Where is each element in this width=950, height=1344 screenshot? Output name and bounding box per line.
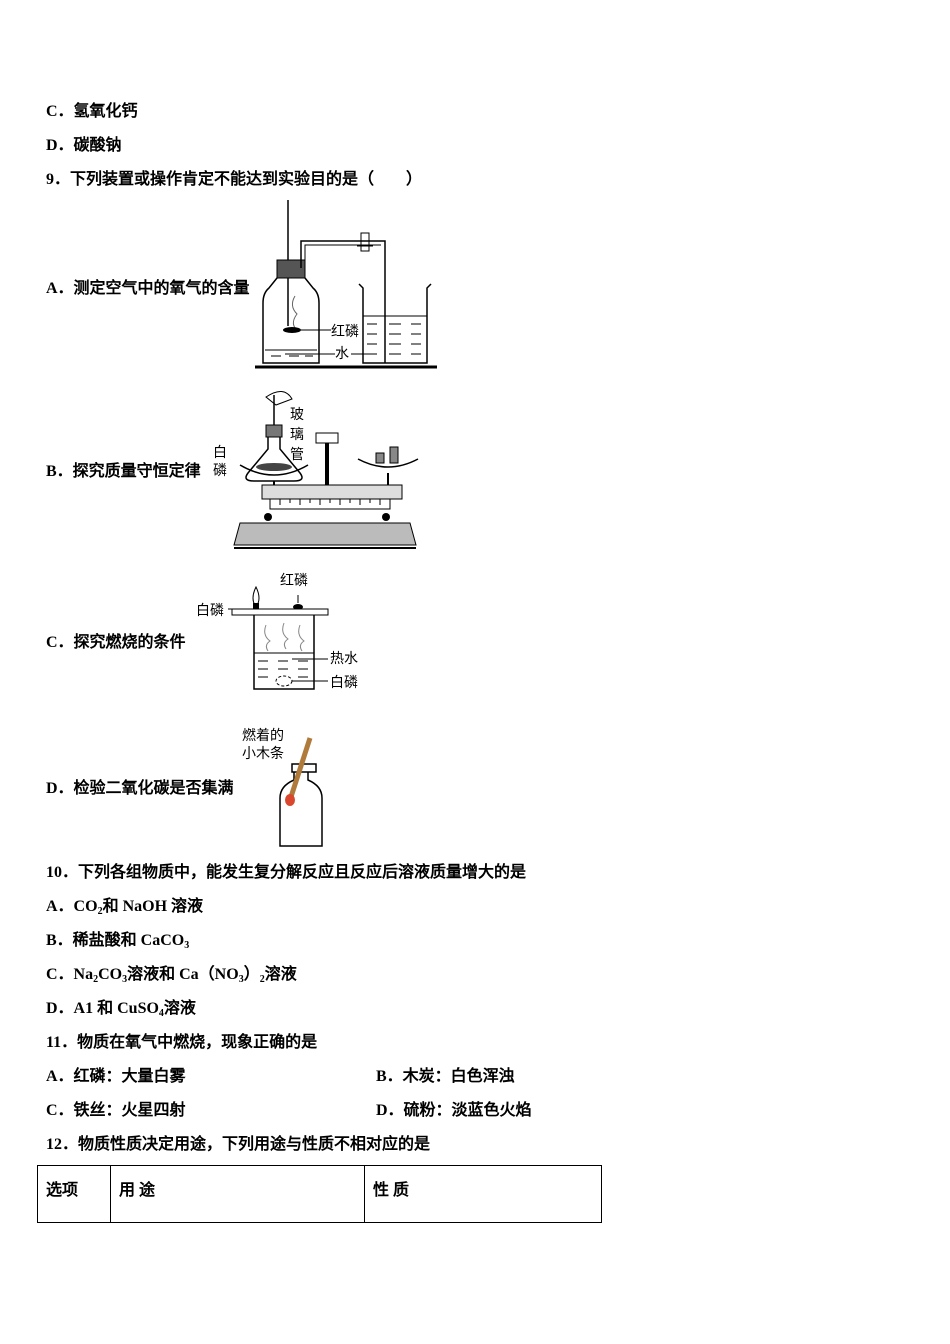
- label-burning-stick-2: 小木条: [242, 745, 284, 762]
- q12-stem: 12．物质性质决定用途，下列用途与性质不相对应的是: [46, 1136, 431, 1153]
- table-header-option: 选项: [37, 1165, 111, 1223]
- label-water: 水: [335, 346, 349, 362]
- label-white-phosphorus-bottom: 白磷: [330, 675, 358, 691]
- table-header-property: 性 质: [364, 1165, 602, 1223]
- q11-option-d: D．硫粉：淡蓝色火焰: [376, 1102, 532, 1119]
- q10-option-a: A．CO2和 NaOH 溶液: [46, 898, 204, 917]
- q11-option-b: B．木炭：白色浑浊: [376, 1068, 515, 1085]
- figure-c-combustion: 红磷 白磷 热水 白磷: [196, 573, 358, 691]
- q8-option-d: D．碳酸钠: [46, 137, 122, 154]
- label-white-p-2: 磷: [213, 463, 227, 479]
- q11-option-a: A．红磷：大量白雾: [46, 1068, 186, 1085]
- label-hot-water: 热水: [330, 651, 358, 667]
- label-white-phosphorus-left: 白磷: [196, 603, 224, 619]
- label-red-phosphorus: 红磷: [331, 324, 359, 340]
- label-red-phosphorus-c: 红磷: [280, 573, 308, 589]
- q9-stem: 9．下列装置或操作肯定不能达到实验目的是（ ）: [46, 171, 423, 188]
- label-glass-1: 玻: [290, 407, 304, 423]
- q12-table: 选项 用 途 性 质: [37, 1165, 602, 1223]
- q9-option-a: A．测定空气中的氧气的含量: [46, 280, 250, 297]
- label-burning-stick-1: 燃着的: [242, 727, 284, 744]
- q9-option-d: D．检验二氧化碳是否集满: [46, 780, 234, 797]
- figure-b-balance: 玻 璃 管 白 磷: [213, 391, 419, 549]
- label-white-p-1: 白: [213, 445, 227, 461]
- q10-stem: 10．下列各组物质中，能发生复分解反应且反应后溶液质量增大的是: [46, 864, 527, 881]
- table-header-row: 选项 用 途 性 质: [37, 1165, 602, 1223]
- q10-option-b: B．稀盐酸和 CaCO3: [46, 932, 190, 951]
- q9-option-c: C．探究燃烧的条件: [46, 634, 186, 651]
- q11-stem: 11．物质在氧气中燃烧，现象正确的是: [46, 1034, 318, 1051]
- q10-option-c: C．Na2CO3溶液和 Ca（NO3）2溶液: [46, 966, 297, 985]
- label-glass-2: 璃: [290, 426, 304, 443]
- q10-option-d: D．A1 和 CuSO4溶液: [46, 1000, 196, 1019]
- label-glass-3: 管: [290, 447, 304, 463]
- q9-option-b: B．探究质量守恒定律: [46, 463, 201, 480]
- q8-option-c: C．氢氧化钙: [46, 103, 138, 120]
- table-header-use: 用 途: [110, 1165, 365, 1223]
- figure-a-oxygen-apparatus: 红磷 水: [255, 200, 437, 369]
- q11-option-c: C．铁丝：火星四射: [46, 1102, 186, 1119]
- figure-d-co2-test: 燃着的 小木条: [242, 727, 323, 847]
